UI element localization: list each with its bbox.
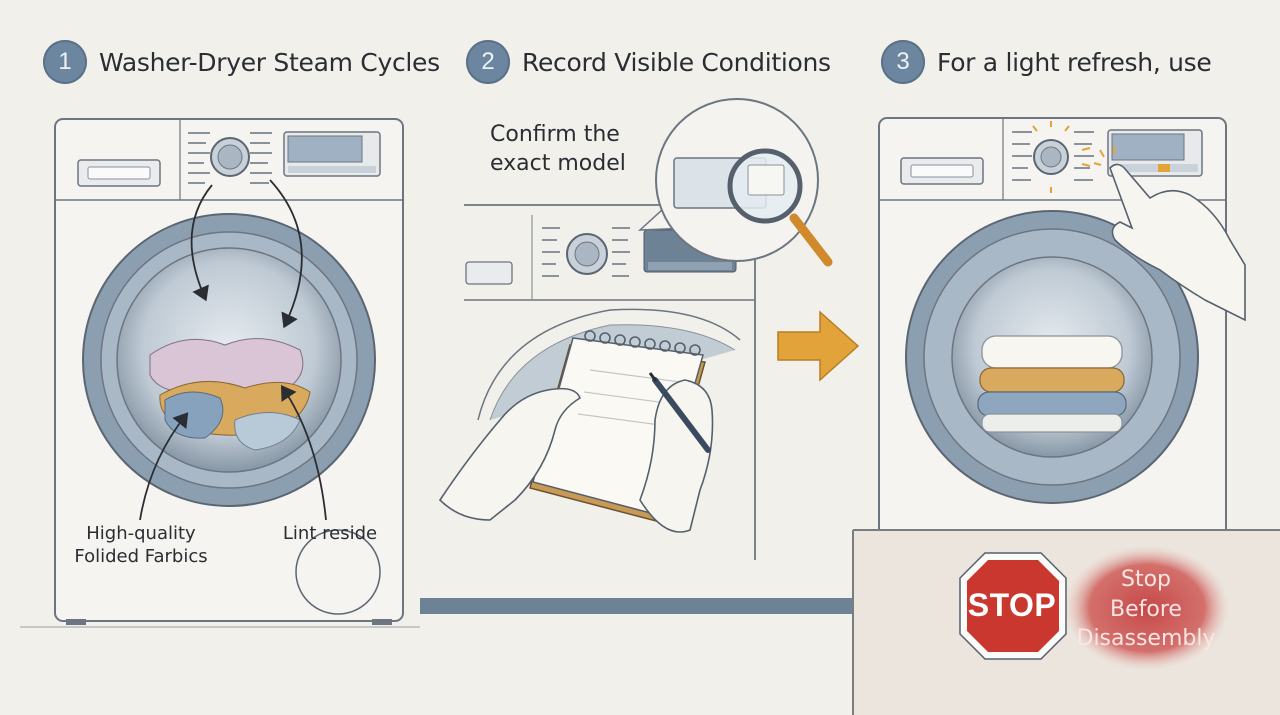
panel1-arrows	[139, 179, 327, 521]
step-3-header: 3 For a light refresh, use	[881, 40, 1212, 84]
pointing-hand	[1109, 163, 1246, 322]
lint-label: Lint reside	[282, 523, 378, 544]
press-spark	[1093, 146, 1115, 166]
stop-caption-line-1: Stop	[1120, 567, 1171, 592]
stop-caption-backdrop	[1065, 546, 1229, 670]
stop-sign-icon	[959, 552, 1067, 660]
stop-caption: Stop Before Disassembly	[1068, 565, 1224, 654]
stop-caption-line-2: Before	[1110, 596, 1182, 622]
step-2-badge: 2	[466, 40, 510, 84]
stop-panel	[852, 529, 1280, 715]
step-1-title: Washer-Dryer Steam Cycles	[99, 47, 440, 77]
step-3-title: For a light refresh, use	[937, 47, 1212, 77]
callout-line-1: Confirm the	[490, 122, 620, 147]
callout-line-2: exact model	[490, 150, 626, 176]
step-2-header: 2 Record Visible Conditions	[466, 40, 831, 84]
fabrics-label-line-1: High-quality	[86, 523, 196, 544]
step-3-badge: 3	[881, 40, 925, 84]
pen-icon	[648, 372, 711, 453]
step-2-title: Record Visible Conditions	[522, 47, 831, 77]
stop-sign-text: STOP	[967, 587, 1057, 623]
flow-arrow	[420, 568, 922, 644]
washing-machine-1	[20, 118, 420, 628]
magnifier-icon	[637, 98, 833, 267]
stop-caption-line-3: Disassembly	[1076, 626, 1216, 652]
step-1-badge: 1	[43, 40, 87, 84]
fabrics-label-line-2: Folided Farbics	[74, 546, 208, 568]
step-1-header: 1 Washer-Dryer Steam Cycles	[43, 40, 440, 84]
hands-illustration	[438, 379, 714, 533]
fabrics-label: High-quality Folided Farbics	[64, 522, 218, 569]
washing-machine-3	[878, 117, 1227, 539]
model-callout-text: Confirm the exact model	[490, 121, 626, 178]
arrow-right-icon	[777, 310, 860, 382]
